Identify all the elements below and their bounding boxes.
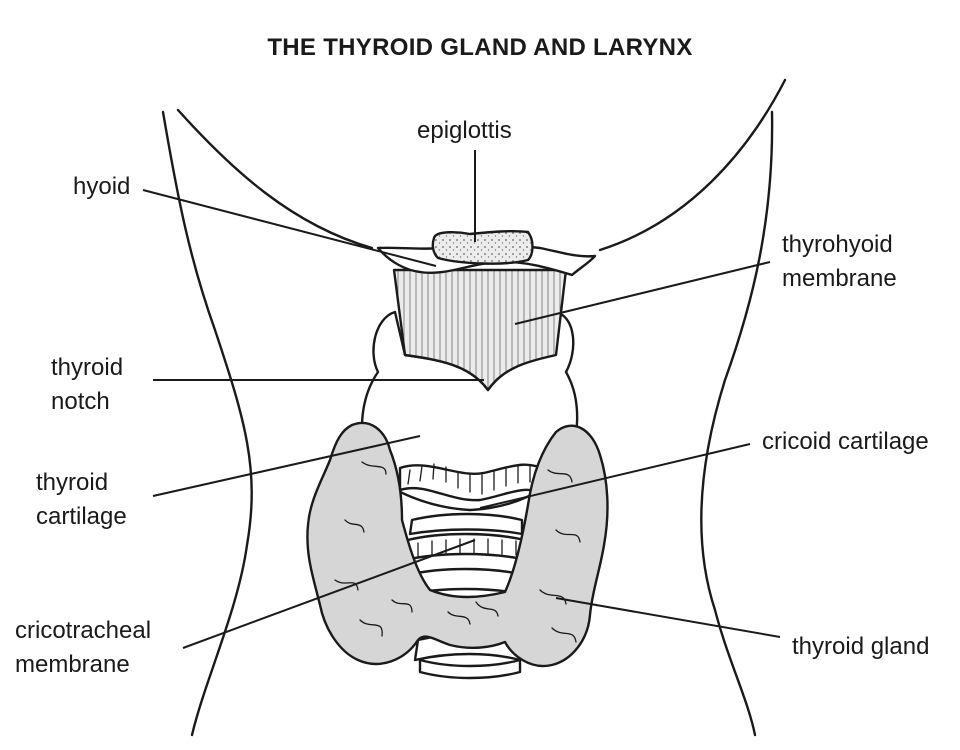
label-thyroid-cartilage: thyroid cartilage — [36, 466, 127, 534]
jaw-curve-right — [598, 78, 787, 252]
label-thyroid-gland: thyroid gland — [792, 633, 930, 660]
label-epiglottis: epiglottis — [417, 117, 512, 144]
label-thyrohyoid-membrane: thyrohyoid membrane — [782, 228, 897, 296]
neck-outline-right — [700, 110, 774, 737]
label-thyrohyoid-line2: membrane — [782, 265, 897, 292]
neck-outline-left — [161, 110, 253, 737]
jaw-curve-left — [176, 108, 374, 250]
leader-cricoid — [479, 443, 751, 509]
label-cricotracheal-line1: cricotracheal — [15, 617, 152, 644]
leader-thyroid-cartilage — [152, 435, 421, 497]
label-thyroid-notch-line1: thyroid — [51, 354, 124, 381]
thyroid-gland-shape — [306, 421, 609, 668]
leader-hyoid — [142, 189, 437, 267]
label-cricoid-cartilage: cricoid cartilage — [762, 428, 929, 455]
leader-thyroid-gland — [555, 597, 781, 638]
thyrohyoid-membrane-shape — [392, 268, 568, 392]
label-thyroid-notch-line2: notch — [51, 388, 110, 415]
diagram-title: THE THYROID GLAND AND LARYNX — [267, 34, 693, 61]
leader-thyrohyoid — [514, 261, 771, 325]
label-thyroid-cartilage-line1: thyroid — [36, 469, 109, 496]
label-thyroid-cartilage-line2: cartilage — [36, 503, 127, 530]
cricotracheal-membrane-shape — [408, 512, 524, 536]
label-cricotracheal-line2: membrane — [15, 651, 130, 678]
label-hyoid: hyoid — [73, 173, 131, 200]
label-cricotracheal-membrane: cricotracheal membrane — [15, 614, 151, 682]
epiglottis-shape — [431, 229, 534, 265]
label-thyroid-notch: thyroid notch — [51, 351, 123, 419]
label-thyrohyoid-line1: thyrohyoid — [782, 231, 893, 258]
leader-cricotracheal — [182, 539, 476, 649]
